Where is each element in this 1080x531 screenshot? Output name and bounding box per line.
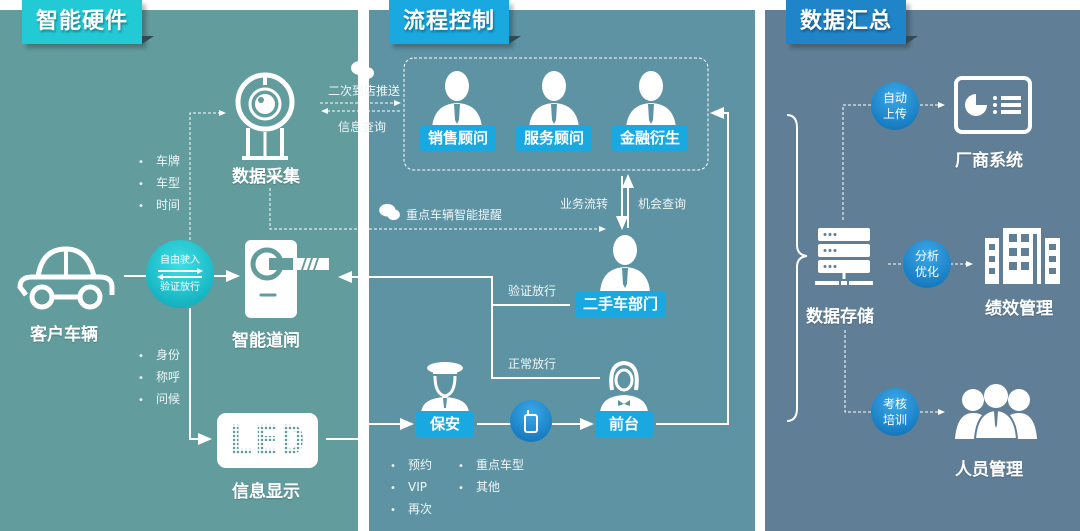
title-tail xyxy=(509,36,522,44)
receptionist-icon xyxy=(600,360,648,412)
bullet-item: 问候 xyxy=(138,389,180,411)
verify-release-label: 验证放行 xyxy=(508,284,557,298)
info-display-label: 信息显示 xyxy=(232,482,300,502)
security-items-col2: 重点车型 其他 xyxy=(458,455,524,499)
webcam-icon xyxy=(235,72,295,160)
service-advisor-tag: 服务顾问 xyxy=(516,125,593,151)
bullet-item: 其他 xyxy=(458,477,524,499)
bullet-item: 身份 xyxy=(138,345,180,367)
bullet-item: 再次 xyxy=(390,499,432,521)
used-car-staff-icon xyxy=(600,235,650,292)
bidirectional-arrow-icon xyxy=(157,268,203,280)
led-text: LED xyxy=(228,417,307,464)
circle-text: 上传 xyxy=(882,107,907,121)
oem-system-label: 厂商系统 xyxy=(955,151,1023,171)
led-display-icon: LED xyxy=(217,413,318,468)
circle-text: 分析 xyxy=(914,249,939,263)
verify-release-text: 验证放行 xyxy=(160,282,200,293)
circle-text: 优化 xyxy=(914,265,939,279)
display-items: 身份 称呼 问候 xyxy=(138,345,180,411)
used-car-dept-tag: 二手车部门 xyxy=(575,291,667,317)
business-flow-label: 业务流转 xyxy=(560,197,609,211)
push-label: 二次到店推送 xyxy=(328,84,401,98)
barrier-gate-icon xyxy=(245,240,329,318)
walkie-talkie-button xyxy=(510,400,552,442)
car-icon xyxy=(17,246,115,310)
service-advisor-icon xyxy=(529,71,579,128)
free-entry-text: 自由驶入 xyxy=(160,255,200,266)
bullet-item: 车牌 xyxy=(138,151,180,173)
performance-label: 绩效管理 xyxy=(985,299,1053,319)
circle-text: 考核 xyxy=(882,397,907,411)
query-label: 信息查询 xyxy=(338,120,387,134)
bullet-item: 车型 xyxy=(138,173,180,195)
finance-advisor-tag: 金融衍生 xyxy=(612,125,689,151)
analyze-optimize-circle: 分析 优化 xyxy=(903,240,951,288)
section-title-hardware: 智能硬件 xyxy=(22,0,155,44)
wechat-icon xyxy=(351,61,374,79)
bullet-item: VIP xyxy=(390,477,432,499)
wechat-icon xyxy=(379,203,400,221)
bullet-item: 预约 xyxy=(390,455,432,477)
smart-gate-label: 智能道闸 xyxy=(232,331,300,351)
data-collection-label: 数据采集 xyxy=(232,167,300,187)
circle-text: 自动 xyxy=(882,91,907,105)
bullet-item: 时间 xyxy=(138,195,180,217)
security-guard-icon xyxy=(421,362,469,412)
section-title-process-text: 流程控制 xyxy=(403,9,496,34)
opportunity-query-label: 机会查询 xyxy=(638,197,687,211)
assess-train-circle: 考核 培训 xyxy=(871,388,919,436)
title-tail xyxy=(906,36,919,44)
bullet-item: 称呼 xyxy=(138,367,180,389)
sales-advisor-icon xyxy=(432,71,482,128)
data-storage-label: 数据存储 xyxy=(806,307,874,327)
team-icon xyxy=(955,384,1037,439)
section-title-summary-text: 数据汇总 xyxy=(800,9,893,34)
finance-advisor-icon xyxy=(626,71,676,128)
dashboard-icon xyxy=(954,76,1032,134)
bullet-item: 重点车型 xyxy=(458,455,524,477)
entry-verify-circle: 自由驶入 验证放行 xyxy=(146,240,214,308)
personnel-label: 人员管理 xyxy=(955,460,1023,480)
section-title-process: 流程控制 xyxy=(389,0,522,44)
server-storage-icon xyxy=(815,228,873,285)
sales-advisor-tag: 销售顾问 xyxy=(420,125,497,151)
section-title-hardware-text: 智能硬件 xyxy=(36,9,129,34)
data-collection-items: 车牌 车型 时间 xyxy=(138,151,180,217)
title-tail xyxy=(142,36,155,44)
section-title-summary: 数据汇总 xyxy=(786,0,919,44)
customer-vehicle-label: 客户车辆 xyxy=(30,325,98,345)
normal-release-label: 正常放行 xyxy=(508,357,557,371)
reception-tag: 前台 xyxy=(595,411,654,437)
security-items-col1: 预约 VIP 再次 xyxy=(390,455,432,521)
circle-text: 培训 xyxy=(882,413,907,427)
building-icon xyxy=(985,228,1060,284)
reminder-label: 重点车辆智能提醒 xyxy=(406,208,503,222)
security-tag: 保安 xyxy=(416,411,475,437)
walkie-talkie-icon xyxy=(524,410,538,433)
auto-upload-circle: 自动 上传 xyxy=(871,82,919,130)
